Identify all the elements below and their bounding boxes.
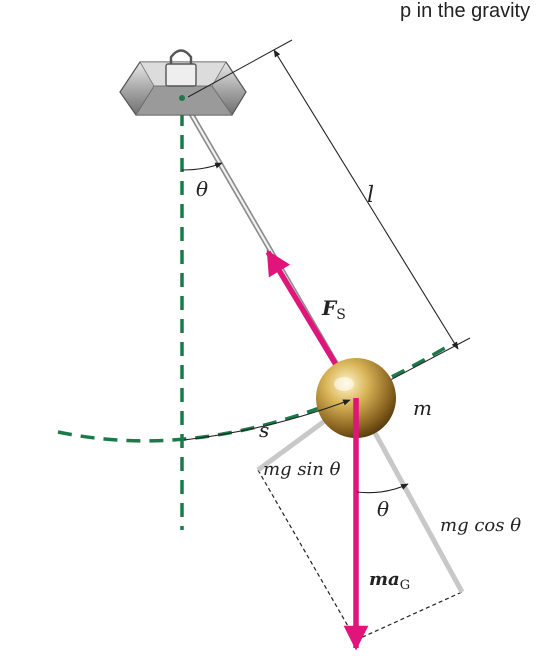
radial-component-label: mg cos θ <box>440 515 521 536</box>
gravity-force-main: ma <box>369 569 400 590</box>
tension-force-label: FS <box>321 296 346 323</box>
length-label: l <box>367 183 374 208</box>
arc-length-label: s <box>259 418 269 442</box>
theta-top-label: θ <box>196 177 208 201</box>
tension-force-sub: S <box>336 307 346 323</box>
top-angle-arc <box>181 162 223 171</box>
padlock-body-icon <box>165 63 197 87</box>
bob-highlight <box>334 377 354 391</box>
tangential-component-label: mg sin θ <box>263 459 341 480</box>
mass-label: m <box>413 396 432 420</box>
bottom-angle-arc <box>356 483 409 494</box>
theta-bottom-label: θ <box>377 497 389 521</box>
swing-arc-path <box>57 343 451 443</box>
tension-force-main: F <box>321 296 338 320</box>
gravity-force-sub: G <box>400 578 410 593</box>
padlock-shackle-icon <box>169 49 193 64</box>
length-dimension-line <box>273 49 459 350</box>
caption-fragment: p in the gravity <box>400 0 530 22</box>
pivot-mount <box>119 49 247 116</box>
gravity-force-label: maG <box>369 569 410 593</box>
arc-length-arrow <box>183 399 351 441</box>
component-parallelogram <box>257 469 463 641</box>
